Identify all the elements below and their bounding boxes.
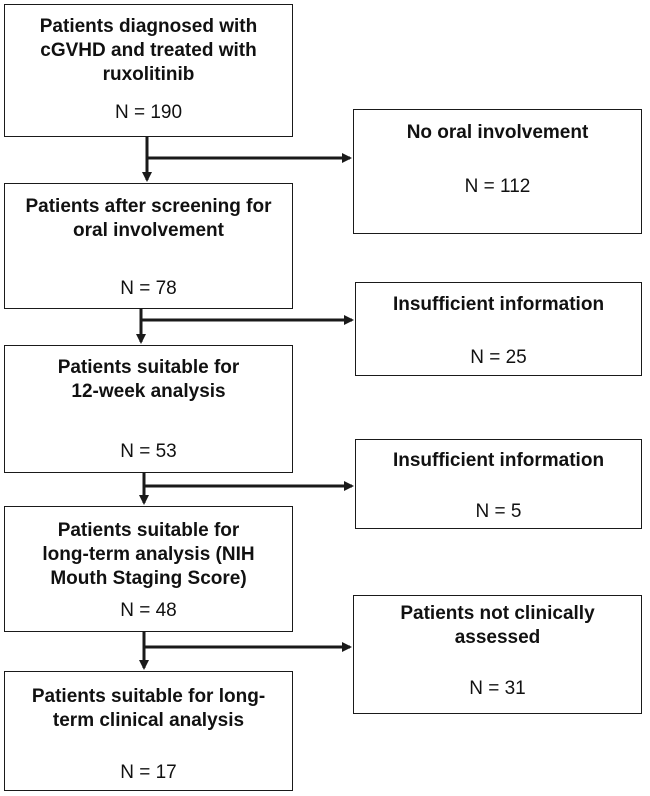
main-box-4-title: Patients suitable for long-term analysis… bbox=[42, 520, 255, 589]
exclusion-box-1: No oral involvement N = 112 bbox=[353, 109, 642, 234]
exclusion-box-1-count: N = 112 bbox=[464, 176, 531, 197]
main-box-2: Patients after screening for oral involv… bbox=[4, 183, 293, 309]
main-box-4: Patients suitable for long-term analysis… bbox=[4, 506, 293, 632]
main-box-5: Patients suitable for long- term clinica… bbox=[4, 671, 293, 791]
exclusion-box-2: Insufficient information N = 25 bbox=[355, 282, 642, 376]
exclusion-box-2-title: Insufficient information bbox=[392, 294, 605, 315]
exclusion-box-1-title: No oral involvement bbox=[406, 122, 589, 143]
main-box-1: Patients diagnosed with cGVHD and treate… bbox=[4, 4, 293, 137]
main-box-2-count: N = 78 bbox=[120, 278, 177, 299]
main-box-1-count: N = 190 bbox=[114, 102, 183, 123]
exclusion-box-4: Patients not clinically assessed N = 31 bbox=[353, 595, 642, 714]
exclusion-box-3-title: Insufficient information bbox=[392, 450, 605, 471]
main-box-3-count: N = 53 bbox=[120, 441, 177, 462]
main-box-4-count: N = 48 bbox=[120, 600, 177, 621]
main-box-3-title: Patients suitable for 12-week analysis bbox=[57, 357, 240, 402]
exclusion-box-4-title: Patients not clinically assessed bbox=[400, 603, 595, 648]
main-box-2-title: Patients after screening for oral involv… bbox=[25, 196, 272, 241]
main-box-5-count: N = 17 bbox=[120, 762, 177, 783]
exclusion-box-2-count: N = 25 bbox=[470, 347, 527, 368]
main-box-5-title: Patients suitable for long- term clinica… bbox=[31, 686, 266, 731]
exclusion-box-3: Insufficient information N = 5 bbox=[355, 439, 642, 529]
exclusion-box-3-count: N = 5 bbox=[475, 501, 522, 522]
main-box-1-title: Patients diagnosed with cGVHD and treate… bbox=[39, 16, 258, 85]
exclusion-box-4-count: N = 31 bbox=[469, 678, 526, 699]
main-box-3: Patients suitable for 12-week analysis N… bbox=[4, 345, 293, 473]
